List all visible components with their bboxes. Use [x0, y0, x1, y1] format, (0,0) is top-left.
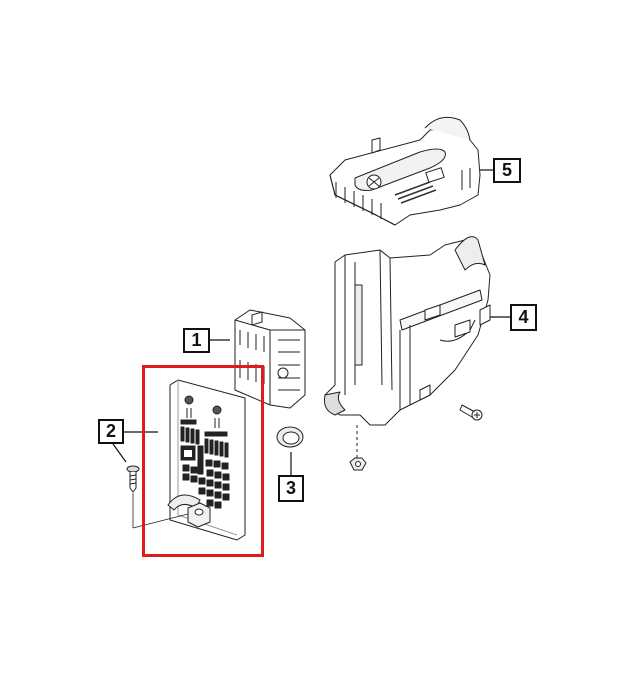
tray-screw[interactable] — [459, 404, 483, 421]
callout-2[interactable]: 2 — [98, 419, 124, 444]
callout-3[interactable]: 3 — [278, 475, 304, 502]
callout-3-label: 3 — [285, 478, 296, 498]
label-card-part-2[interactable] — [167, 379, 246, 541]
tray-part-4[interactable] — [324, 236, 491, 426]
grommet-part-3[interactable] — [276, 426, 304, 448]
callout-5-label: 5 — [501, 160, 512, 180]
cover-part-5[interactable] — [329, 116, 481, 226]
callout-4[interactable]: 4 — [510, 304, 537, 331]
leader-lines — [112, 169, 510, 475]
tray-nut[interactable] — [349, 425, 367, 471]
callout-1[interactable]: 1 — [183, 328, 210, 353]
callout-4-label: 4 — [518, 307, 529, 327]
callout-1-label: 1 — [191, 330, 202, 350]
callout-2-label: 2 — [105, 421, 116, 441]
callout-5[interactable]: 5 — [493, 158, 521, 183]
fuse-block-part-1[interactable] — [234, 309, 306, 409]
